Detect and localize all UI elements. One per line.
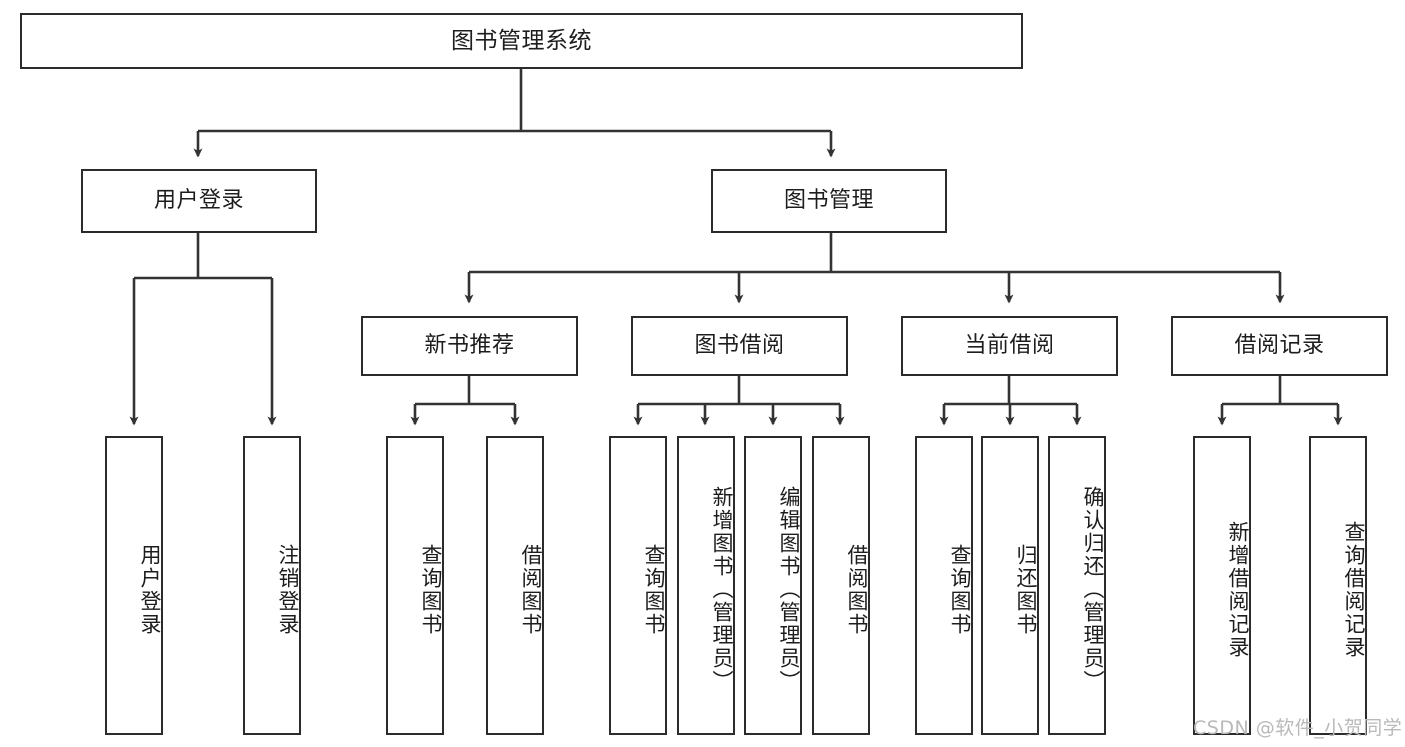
node-label: 用户登录 [153, 188, 244, 214]
node-leaf-query-record[interactable]: 查询借阅记录 [1309, 436, 1367, 735]
node-label: 借阅图书 [845, 543, 869, 636]
node-book-management[interactable]: 图书管理 [711, 169, 947, 233]
node-label: 图书管理 [783, 188, 874, 214]
node-label: 借阅记录 [1234, 333, 1325, 359]
node-leaf-borrow-book-2[interactable]: 借阅图书 [812, 436, 870, 735]
node-label: 归还图书 [1014, 543, 1038, 636]
node-leaf-query-book-3[interactable]: 查询图书 [915, 436, 973, 735]
node-label: 确认归还（管理员） [1081, 486, 1105, 693]
node-label: 编辑图书（管理员） [777, 486, 801, 693]
node-label: 注销登录 [276, 543, 300, 636]
node-label: 查询借阅记录 [1342, 520, 1366, 659]
node-leaf-borrow-book-1[interactable]: 借阅图书 [486, 436, 544, 735]
node-leaf-add-book[interactable]: 新增图书（管理员） [677, 436, 735, 735]
node-label: 查询图书 [419, 543, 443, 636]
node-user-login[interactable]: 用户登录 [81, 169, 317, 233]
node-leaf-return-book[interactable]: 归还图书 [981, 436, 1039, 735]
node-label: 新增图书（管理员） [710, 486, 734, 693]
node-leaf-query-book-1[interactable]: 查询图书 [386, 436, 444, 735]
node-leaf-edit-book[interactable]: 编辑图书（管理员） [744, 436, 802, 735]
node-leaf-user-login[interactable]: 用户登录 [105, 436, 163, 735]
node-leaf-logout-login[interactable]: 注销登录 [243, 436, 301, 735]
node-borrow-record[interactable]: 借阅记录 [1171, 316, 1388, 376]
node-root-book-management-system[interactable]: 图书管理系统 [20, 13, 1023, 69]
node-label: 查询图书 [948, 543, 972, 636]
node-label: 当前借阅 [964, 333, 1055, 359]
node-leaf-add-record[interactable]: 新增借阅记录 [1193, 436, 1251, 735]
node-label: 用户登录 [138, 543, 162, 636]
node-current-borrow[interactable]: 当前借阅 [901, 316, 1118, 376]
node-label: 图书借阅 [694, 333, 785, 359]
node-leaf-confirm-return[interactable]: 确认归还（管理员） [1048, 436, 1106, 735]
node-label: 借阅图书 [519, 543, 543, 636]
node-label: 新书推荐 [424, 333, 515, 359]
node-label: 图书管理系统 [451, 27, 592, 54]
node-book-borrow[interactable]: 图书借阅 [631, 316, 848, 376]
node-label: 新增借阅记录 [1226, 520, 1250, 659]
csdn-watermark: CSDN @软件_小贺同学 [1193, 717, 1403, 739]
node-new-book-recommend[interactable]: 新书推荐 [361, 316, 578, 376]
node-label: 查询图书 [642, 543, 666, 636]
node-leaf-query-book-2[interactable]: 查询图书 [609, 436, 667, 735]
